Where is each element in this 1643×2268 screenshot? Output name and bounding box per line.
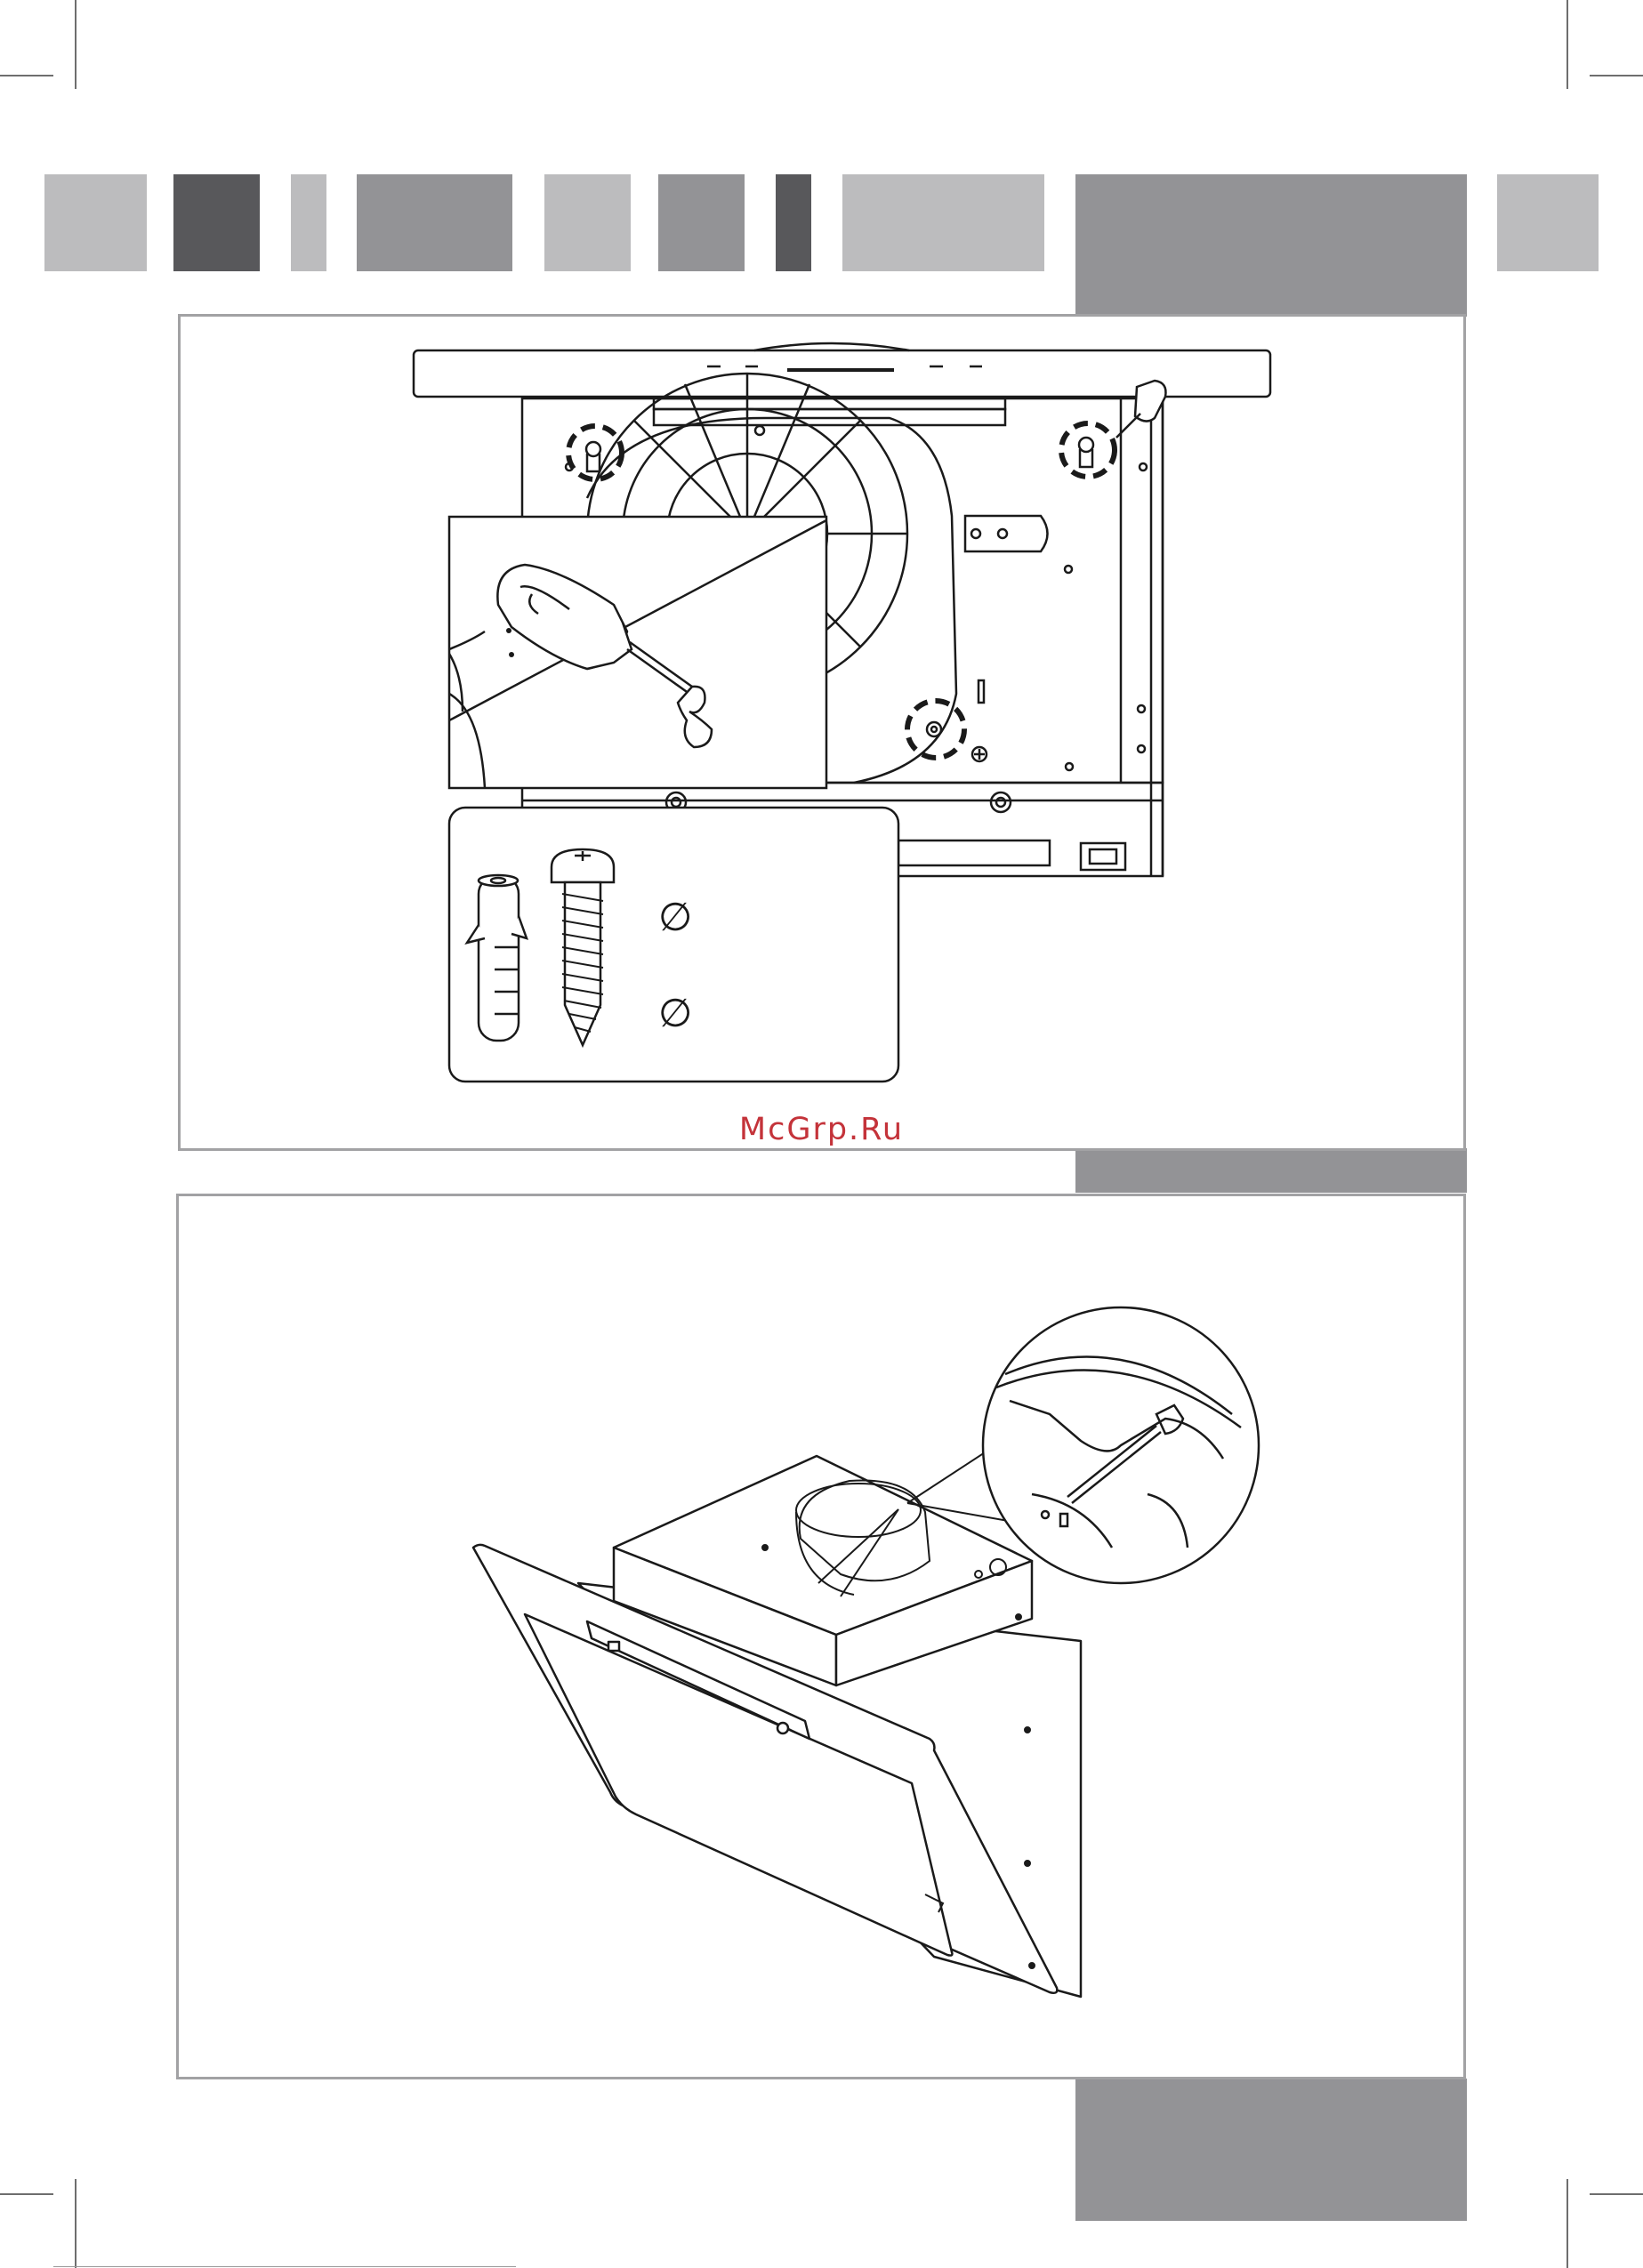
figure-bottom-hood-isometric <box>0 0 1643 2268</box>
